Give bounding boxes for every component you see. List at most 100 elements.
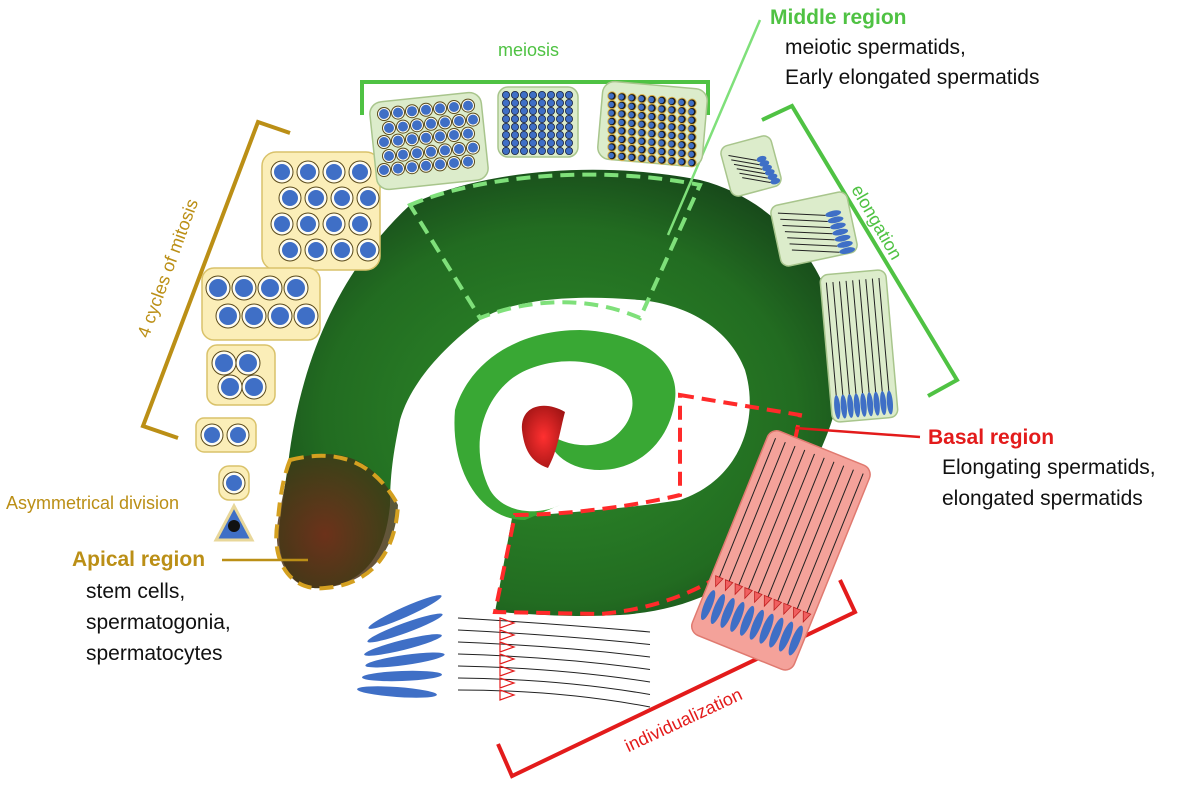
spermatid-nucleus xyxy=(668,158,674,164)
cell-nucleus xyxy=(463,156,473,167)
cell-nucleus xyxy=(538,99,547,108)
apical-region-title: Apical region xyxy=(72,548,206,571)
cell-nucleus xyxy=(282,190,298,206)
cell-nucleus xyxy=(565,123,574,132)
flagellum xyxy=(839,281,851,397)
apical-region-outline xyxy=(274,453,401,591)
cell-nucleus xyxy=(510,91,519,100)
cell-nucleus xyxy=(449,130,459,140)
flagellum xyxy=(865,279,877,394)
cell-nucleus xyxy=(510,123,519,132)
cell-nucleus xyxy=(209,279,227,297)
cell-nucleus xyxy=(538,123,547,132)
cell-nucleus xyxy=(547,138,556,147)
cell-nucleus xyxy=(352,164,368,180)
sperm-head xyxy=(834,395,841,420)
cell-nucleus xyxy=(529,130,538,139)
investment-cone xyxy=(499,653,516,665)
cell-nucleus xyxy=(520,91,529,100)
sperm-head xyxy=(839,247,856,254)
cell-nucleus xyxy=(556,107,565,116)
stem-cell-nucleus xyxy=(228,520,240,532)
spermatid-nucleus xyxy=(638,112,644,119)
cell-nucleus xyxy=(463,100,473,111)
cell-nucleus xyxy=(326,164,342,180)
investment-cone xyxy=(499,617,516,629)
cell-nucleus xyxy=(454,144,464,154)
cell-nucleus xyxy=(529,91,538,100)
cell-nucleus xyxy=(501,146,510,155)
sperm-head xyxy=(847,394,854,418)
sperm-head xyxy=(827,216,844,224)
mitosis-bracket xyxy=(140,119,291,440)
investment-cone xyxy=(783,602,792,616)
cell-nucleus xyxy=(547,99,556,108)
spermatid-nucleus xyxy=(688,142,694,149)
sperm-head xyxy=(720,598,735,628)
cell-nucleus xyxy=(334,190,350,206)
cell-nucleus xyxy=(435,131,445,142)
cell-nucleus xyxy=(334,242,350,258)
spermatid-nucleus xyxy=(608,127,614,133)
sperm-head xyxy=(860,392,867,417)
cell-nucleus xyxy=(219,307,237,325)
cell-nucleus xyxy=(520,130,529,139)
sperm-head xyxy=(834,234,851,242)
spermatid-nucleus xyxy=(648,122,654,128)
flagellum xyxy=(766,457,825,599)
flagellum xyxy=(825,282,837,398)
flagellum xyxy=(786,465,845,607)
spermatid-nucleus xyxy=(658,140,664,146)
spermatid-nucleus xyxy=(668,124,674,130)
cell-nucleus xyxy=(379,165,389,175)
cell-nucleus xyxy=(565,138,574,147)
sperm-head xyxy=(759,613,774,644)
spermatid-nucleus xyxy=(668,98,674,105)
cell-nucleus xyxy=(326,216,342,232)
cell-nucleus xyxy=(393,135,403,146)
tissue-inner-arm xyxy=(454,330,676,520)
cell-nucleus xyxy=(449,158,459,168)
spermatid-nucleus xyxy=(618,128,624,134)
spermatid-nucleus xyxy=(648,113,654,120)
sperm-head xyxy=(730,601,745,632)
spermatid-nucleus xyxy=(608,135,614,142)
flagellum xyxy=(796,469,854,611)
cell-nucleus xyxy=(204,427,220,443)
spermatid-nucleus xyxy=(668,149,674,156)
basal-region-line-1: Elongating spermatids, xyxy=(942,456,1156,479)
cell-nucleus xyxy=(501,138,510,147)
flagellum xyxy=(736,168,766,175)
flagellum xyxy=(784,231,833,235)
spermatid-nucleus xyxy=(618,102,624,109)
investment-cone xyxy=(773,598,783,612)
flagellum xyxy=(757,453,815,596)
apical-region-line-2: spermatogonia, xyxy=(86,611,231,634)
cell-nucleus xyxy=(384,123,394,133)
spermatid-nucleus xyxy=(628,120,634,127)
investment-cone xyxy=(793,606,802,620)
flagellum xyxy=(733,163,763,170)
spermatid-nucleus xyxy=(688,159,694,166)
flagellum xyxy=(845,280,857,396)
sperm-head xyxy=(873,391,880,416)
cell-nucleus xyxy=(547,91,556,100)
cell-nucleus xyxy=(360,242,376,258)
spermatid-nucleus xyxy=(688,100,694,106)
spermatid-nucleus xyxy=(638,138,644,144)
investment-cone xyxy=(499,629,516,641)
mitosis-cysts xyxy=(195,151,381,542)
spermatid-nucleus xyxy=(628,137,634,144)
sperm-head xyxy=(770,178,781,185)
cell-nucleus xyxy=(547,130,556,139)
cell-nucleus xyxy=(510,99,519,108)
cell-nucleus xyxy=(529,146,538,155)
cell-nucleus xyxy=(384,151,394,161)
spermatid-nucleus xyxy=(628,129,634,135)
cell-nucleus xyxy=(538,115,547,124)
cell-nucleus xyxy=(435,159,445,170)
cell-nucleus xyxy=(547,146,556,155)
cell-nucleus xyxy=(501,115,510,124)
spermatid-nucleus xyxy=(648,105,654,111)
meiosis-bracket xyxy=(360,80,710,115)
